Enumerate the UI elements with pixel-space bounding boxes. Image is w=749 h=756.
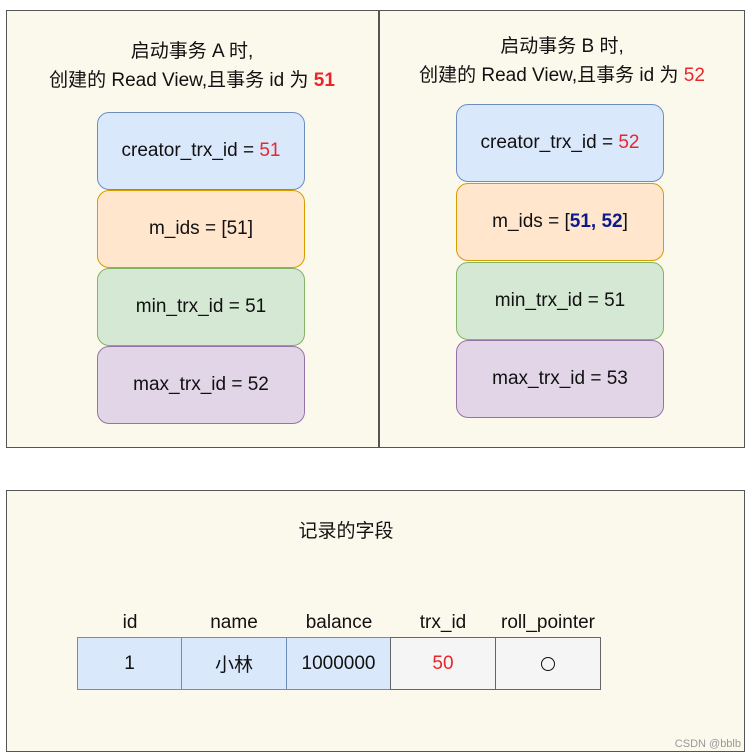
record-fields-panel: [6, 490, 745, 752]
creator-trx-id-value: 51: [259, 140, 281, 161]
transaction-a-min-trx-id: min_trx_id = 51: [97, 268, 305, 346]
column-header-id: id: [122, 612, 138, 633]
transaction-a-title-line2: 创建的 Read View,且事务 id 为 51: [6, 66, 378, 95]
m-ids-prefix: m_ids = [: [492, 211, 570, 232]
transaction-b-max-trx-id: max_trx_id = 53: [456, 340, 664, 418]
panel-divider: [378, 10, 380, 448]
transaction-b-id: 52: [683, 65, 705, 86]
circle-pointer-icon: [541, 656, 555, 671]
transaction-a-id: 51: [313, 70, 335, 91]
transaction-b-min-trx-id: min_trx_id = 51: [456, 262, 664, 340]
transaction-a-title: 启动事务 A 时, 创建的 Read View,且事务 id 为 51: [6, 37, 378, 95]
cell-roll-pointer: [495, 637, 601, 690]
cell-trx-id-value: 50: [432, 652, 454, 674]
cell-name: 小林: [181, 637, 287, 690]
column-header-balance: balance: [305, 612, 373, 633]
cell-id: 1: [77, 637, 182, 690]
m-ids-values: 51, 52: [569, 211, 623, 232]
transaction-b-title: 启动事务 B 时, 创建的 Read View,且事务 id 为 52: [379, 32, 745, 90]
creator-trx-id-label: creator_trx_id =: [121, 140, 260, 161]
watermark: CSDN @bblb: [674, 738, 741, 750]
transaction-a-title-prefix: 创建的 Read View,且事务 id 为: [49, 70, 314, 91]
creator-trx-id-value: 52: [618, 132, 640, 153]
transaction-a-title-line1: 启动事务 A 时,: [130, 41, 254, 62]
transaction-a-max-trx-id: max_trx_id = 52: [97, 346, 305, 424]
column-header-roll-pointer: roll_pointer: [501, 612, 595, 633]
transaction-b-title-prefix: 创建的 Read View,且事务 id 为: [419, 65, 684, 86]
column-header-trx-id: trx_id: [419, 612, 467, 633]
m-ids-suffix: ]: [622, 211, 628, 232]
creator-trx-id-label: creator_trx_id =: [480, 132, 619, 153]
transaction-b-m-ids: m_ids = [51, 52]: [456, 183, 664, 261]
cell-trx-id: 50: [390, 637, 496, 690]
transaction-a-creator-trx-id: creator_trx_id = 51: [97, 112, 305, 190]
cell-balance: 1000000: [286, 637, 391, 690]
transaction-a-m-ids: m_ids = [51]: [97, 190, 305, 268]
transaction-b-creator-trx-id: creator_trx_id = 52: [456, 104, 664, 182]
transaction-b-title-line2: 创建的 Read View,且事务 id 为 52: [379, 61, 745, 90]
column-header-name: name: [210, 612, 258, 633]
transaction-b-title-line1: 启动事务 B 时,: [500, 36, 624, 57]
record-fields-title: 记录的字段: [298, 521, 394, 542]
